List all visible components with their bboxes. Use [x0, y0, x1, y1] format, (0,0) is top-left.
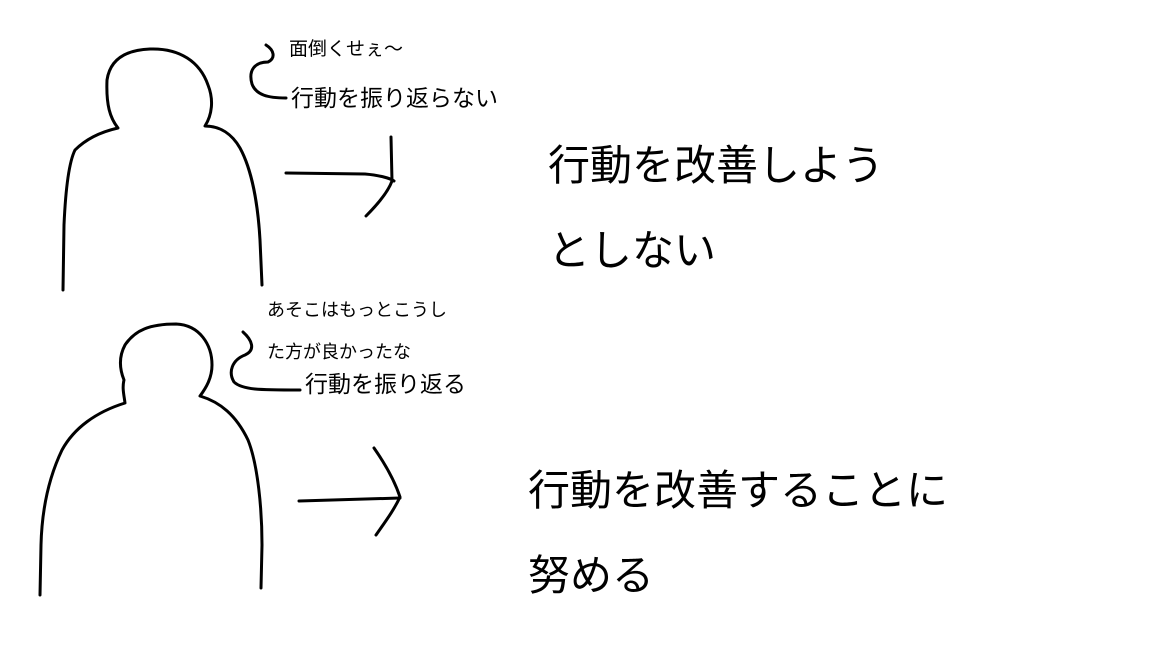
thought-small-bottom-line2: た方が良かったな: [267, 342, 411, 363]
arrow-top-head: [364, 135, 394, 218]
person-silhouette-bottom: [38, 322, 264, 597]
thought-label-bottom: 行動を振り返る: [305, 372, 466, 398]
thought-label-top: 行動を振り返らない: [291, 86, 498, 112]
arrow-bottom: [297, 496, 402, 503]
thought-small-top: 面倒くせぇ〜: [289, 38, 404, 60]
person-silhouette-top: [61, 47, 264, 292]
arrow-bottom-head: [372, 446, 402, 537]
thought-hook-top: [249, 43, 288, 100]
arrow-top: [284, 171, 396, 183]
thought-small-bottom-line1: あそこはもっとこうし: [267, 300, 447, 321]
result-top-line2: としない: [548, 226, 717, 275]
thought-hook-bottom: [229, 330, 302, 392]
result-top-line1: 行動を改善しよう: [548, 141, 885, 190]
result-bottom-line1: 行動を改善することに: [528, 466, 949, 515]
result-bottom-line2: 努める: [528, 551, 655, 600]
